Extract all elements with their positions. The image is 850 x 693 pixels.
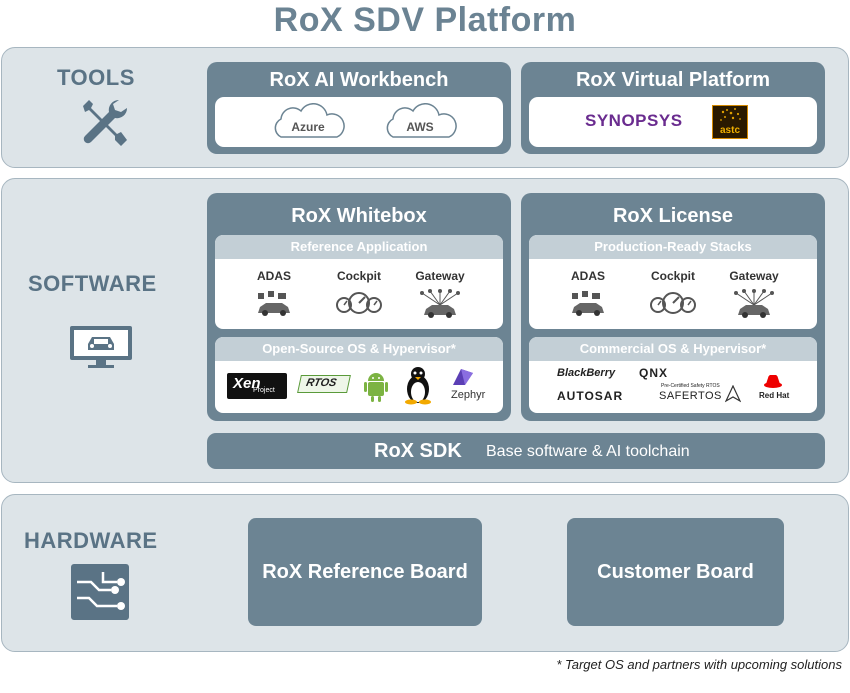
cloud-aws: AWS xyxy=(381,103,459,141)
ref-item-adas-label: ADAS xyxy=(256,269,291,283)
cloud-icon xyxy=(274,103,345,138)
open-source-os: Open-Source OS & Hypervisor* Xen Project… xyxy=(215,337,503,413)
customer-board: Customer Board xyxy=(567,518,784,626)
ai-workbench-title: RoX AI Workbench xyxy=(269,69,449,91)
stack-item-adas: ADAS xyxy=(553,269,623,317)
cloud-label-azure: Azure xyxy=(291,120,325,134)
stack-item-cockpit-label: Cockpit xyxy=(650,269,695,283)
ref-item-gateway: Gateway xyxy=(405,269,475,319)
rtos-logo: RTOS xyxy=(297,375,351,393)
hardware-label: HARDWARE xyxy=(24,528,158,553)
stack-item-gateway-label: Gateway xyxy=(729,269,779,283)
circuit-icon xyxy=(71,564,129,620)
software-label: SOFTWARE xyxy=(28,271,157,296)
commercial-os-header: Commercial OS & Hypervisor* xyxy=(529,337,817,361)
rox-sdk-title: RoX SDK xyxy=(374,440,462,462)
xen-logo-text: Xen xyxy=(233,375,261,392)
footnote: * Target OS and partners with upcoming s… xyxy=(556,657,842,672)
stack-item-gateway: Gateway xyxy=(719,269,789,319)
zephyr-label: Zephyr xyxy=(451,389,486,401)
page-title: RoX SDV Platform xyxy=(273,1,577,39)
safertos-mark-icon xyxy=(725,385,741,403)
license-panel: RoX License Production-Ready Stacks ADAS… xyxy=(521,193,825,421)
blackberry-logo: BlackBerry xyxy=(557,367,616,379)
redhat-icon xyxy=(764,375,782,388)
tools-label: TOOLS xyxy=(57,65,135,90)
cloud-area: Azure AWS xyxy=(215,97,503,147)
xen-logo: Xen Project xyxy=(227,373,287,399)
android-icon xyxy=(364,373,388,402)
virtual-platform-title: RoX Virtual Platform xyxy=(575,69,771,91)
safertos-logo: SAFERTOS xyxy=(659,390,722,402)
redhat-label: Red Hat xyxy=(759,391,790,400)
autosar-logo: AUTOSAR xyxy=(557,389,624,403)
zephyr-icon xyxy=(453,369,473,385)
virtual-platform-panel: RoX Virtual Platform SYNOPSYS astc xyxy=(521,62,825,154)
xen-logo-sub: Project xyxy=(253,387,275,394)
whitebox-panel: RoX Whitebox Reference Application ADAS … xyxy=(207,193,511,421)
astc-stars-icon xyxy=(720,108,741,121)
ref-item-gateway-label: Gateway xyxy=(415,269,465,283)
car-gateway-icon xyxy=(734,289,774,318)
rox-sdk-bar: RoX SDK Base software & AI toolchain xyxy=(207,433,825,469)
ref-item-cockpit: Cockpit xyxy=(324,269,394,317)
cloud-azure: Azure xyxy=(269,103,347,141)
car-sensor-icon xyxy=(572,291,604,316)
rox-reference-board: RoX Reference Board xyxy=(248,518,482,626)
gauges-icon xyxy=(336,292,382,314)
tux-icon xyxy=(405,367,431,405)
rtos-logo-text: RTOS xyxy=(304,377,338,389)
safertos-tagline: Pre-Certified Safety RTOS xyxy=(661,383,720,389)
open-source-os-header: Open-Source OS & Hypervisor* xyxy=(215,337,503,361)
reference-application: Reference Application ADAS Cockpit Gatew… xyxy=(215,235,503,329)
ai-workbench-panel: RoX AI Workbench Azure AWS xyxy=(207,62,511,154)
cloud-icon xyxy=(386,103,457,138)
ref-item-adas: ADAS xyxy=(239,269,309,317)
rox-sdk-subtitle: Base software & AI toolchain xyxy=(486,443,690,460)
monitor-car-icon xyxy=(70,326,132,368)
astc-logo: astc xyxy=(712,105,748,139)
production-stacks: Production-Ready Stacks ADAS Cockpit Gat… xyxy=(529,235,817,329)
production-stacks-header: Production-Ready Stacks xyxy=(529,235,817,259)
license-title: RoX License xyxy=(612,205,734,227)
ref-item-cockpit-label: Cockpit xyxy=(336,269,381,283)
stack-item-adas-label: ADAS xyxy=(570,269,605,283)
stack-item-cockpit: Cockpit xyxy=(638,269,708,317)
cloud-label-aws: AWS xyxy=(406,120,434,134)
partner-area: SYNOPSYS astc xyxy=(529,97,817,147)
commercial-os: Commercial OS & Hypervisor* BlackBerry Q… xyxy=(529,337,817,413)
synopsys-logo: SYNOPSYS xyxy=(585,111,683,130)
qnx-logo: QNX xyxy=(639,366,669,380)
tools-icon xyxy=(83,99,128,146)
astc-label: astc xyxy=(719,125,740,136)
car-sensor-icon xyxy=(258,291,290,316)
reference-application-header: Reference Application xyxy=(215,235,503,259)
gauges-icon xyxy=(650,292,696,314)
whitebox-title: RoX Whitebox xyxy=(291,205,427,227)
car-gateway-icon xyxy=(420,289,460,318)
